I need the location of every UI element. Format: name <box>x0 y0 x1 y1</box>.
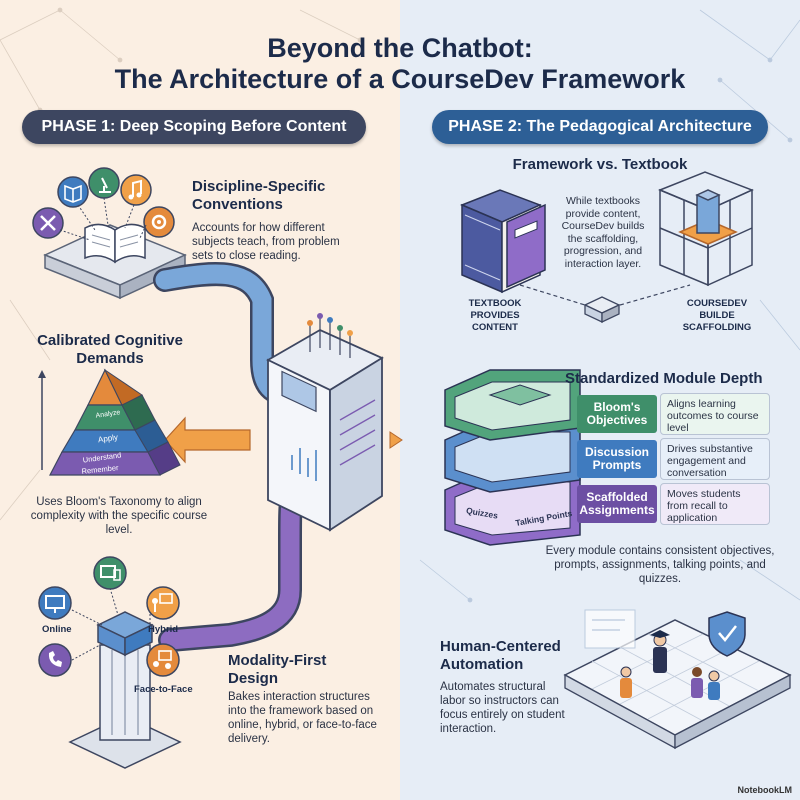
title-line-1: Beyond the Chatbot: <box>267 33 533 63</box>
framework-description: While textbooks provide content, CourseD… <box>561 195 645 270</box>
discipline-description: Accounts for how different subjects teac… <box>192 222 340 262</box>
discipline-heading: Discipline-Specific Conventions <box>192 178 326 213</box>
face-to-face-label: Face-to-Face <box>134 684 193 695</box>
gear-icon <box>143 206 175 238</box>
face-to-face-icon <box>146 643 180 677</box>
module-row-desc-2: Drives substantive engagement and conver… <box>660 438 770 480</box>
textbook-label: TEXTBOOK PROVIDES CONTENT <box>468 298 522 333</box>
module-row-desc-1: Aligns learning outcomes to course level <box>660 393 770 435</box>
cognitive-description: Uses Bloom's Taxonomy to align complexit… <box>30 496 208 536</box>
module-row-title-2: Discussion Prompts <box>577 440 657 478</box>
book-icon <box>57 176 89 208</box>
modality-pillar <box>68 587 182 769</box>
discipline-illustration <box>43 223 187 300</box>
phase1-label: PHASE 1: Deep Scoping Before Content <box>22 110 366 144</box>
server-illustration <box>266 313 384 532</box>
shield-icon <box>708 611 746 657</box>
monitor-icon <box>38 586 72 620</box>
hybrid-label: Hybrid <box>148 624 179 635</box>
automation-heading: Human-Centered Automation <box>440 638 561 673</box>
people-icon <box>620 630 720 700</box>
online-label: Online <box>42 624 72 635</box>
phone-icon <box>38 643 72 677</box>
module-heading: Standardized Module Depth <box>565 370 763 387</box>
arrow-right-icon <box>389 431 403 449</box>
textbook-illustration <box>460 189 546 294</box>
coursedev-label: COURSEDEV BUILDE SCAFFOLDING <box>682 298 752 333</box>
arrow-left-icon <box>164 416 251 464</box>
scaffolding-illustration <box>658 171 754 287</box>
cognitive-heading: Calibrated Cognitive Demands <box>37 332 183 367</box>
phase2-label: PHASE 2: The Pedagogical Architecture <box>432 110 768 144</box>
module-row-title-1: Bloom's Objectives <box>577 395 657 433</box>
devices-icon <box>93 556 127 590</box>
module-footer: Every module contains consistent objecti… <box>545 545 775 585</box>
modality-heading: Modality-First Design <box>228 652 327 687</box>
music-note-icon <box>120 174 152 206</box>
microscope-icon <box>88 167 120 199</box>
ruler-pencil-icon <box>32 207 64 239</box>
automation-description: Automates structural labor so instructor… <box>440 681 565 735</box>
modality-description: Bakes interaction structures into the fr… <box>228 691 377 745</box>
title-line-2: The Architecture of a CourseDev Framewor… <box>114 64 686 94</box>
automation-illustration <box>563 609 792 750</box>
classroom-icon <box>146 586 180 620</box>
brand-mark: NotebookLM <box>737 785 793 795</box>
framework-connector <box>519 284 691 324</box>
framework-heading: Framework vs. Textbook <box>512 156 688 173</box>
module-row-title-3: Scaffolded Assignments <box>577 485 657 523</box>
module-layers <box>444 369 581 546</box>
blooms-pyramid <box>38 368 181 476</box>
module-row-desc-3: Moves students from recall to applicatio… <box>660 483 770 525</box>
